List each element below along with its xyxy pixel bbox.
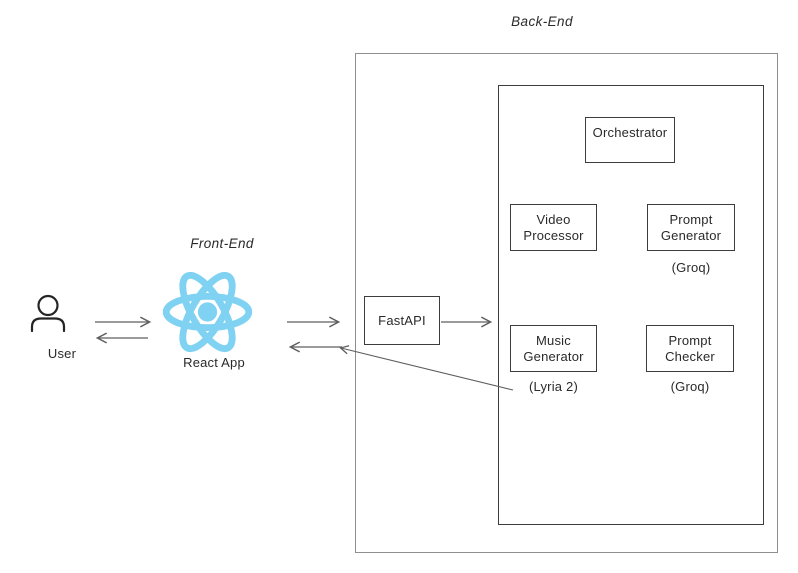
back-end-components-box — [498, 85, 764, 525]
prompt-generator-node-label: Prompt Generator — [660, 211, 722, 243]
prompt-generator-sublabel: (Groq) — [671, 260, 711, 275]
fastapi-node-label: FastAPI — [378, 312, 426, 328]
prompt-checker-node: Prompt Checker — [646, 325, 734, 372]
back-end-region-label: Back-End — [511, 14, 573, 29]
react-app-node-label: React App — [183, 355, 245, 370]
orchestrator-node: Orchestrator — [585, 117, 675, 163]
music-generator-node: Music Generator — [510, 325, 597, 372]
react-logo-icon — [162, 271, 253, 353]
video-processor-node-label: Video Processor — [523, 211, 584, 243]
video-processor-node: Video Processor — [510, 204, 597, 251]
orchestrator-node-label: Orchestrator — [592, 125, 668, 140]
prompt-checker-sublabel: (Groq) — [670, 379, 710, 394]
music-generator-sublabel: (Lyria 2) — [529, 379, 578, 394]
front-end-region-label: Front-End — [190, 236, 254, 251]
music-generator-node-label: Music Generator — [523, 332, 584, 364]
back-end-region-box — [355, 53, 778, 553]
user-node-label: User — [47, 346, 77, 361]
user-icon — [30, 294, 66, 333]
prompt-generator-node: Prompt Generator — [647, 204, 735, 251]
fastapi-node: FastAPI — [364, 296, 440, 345]
prompt-checker-node-label: Prompt Checker — [665, 332, 715, 364]
